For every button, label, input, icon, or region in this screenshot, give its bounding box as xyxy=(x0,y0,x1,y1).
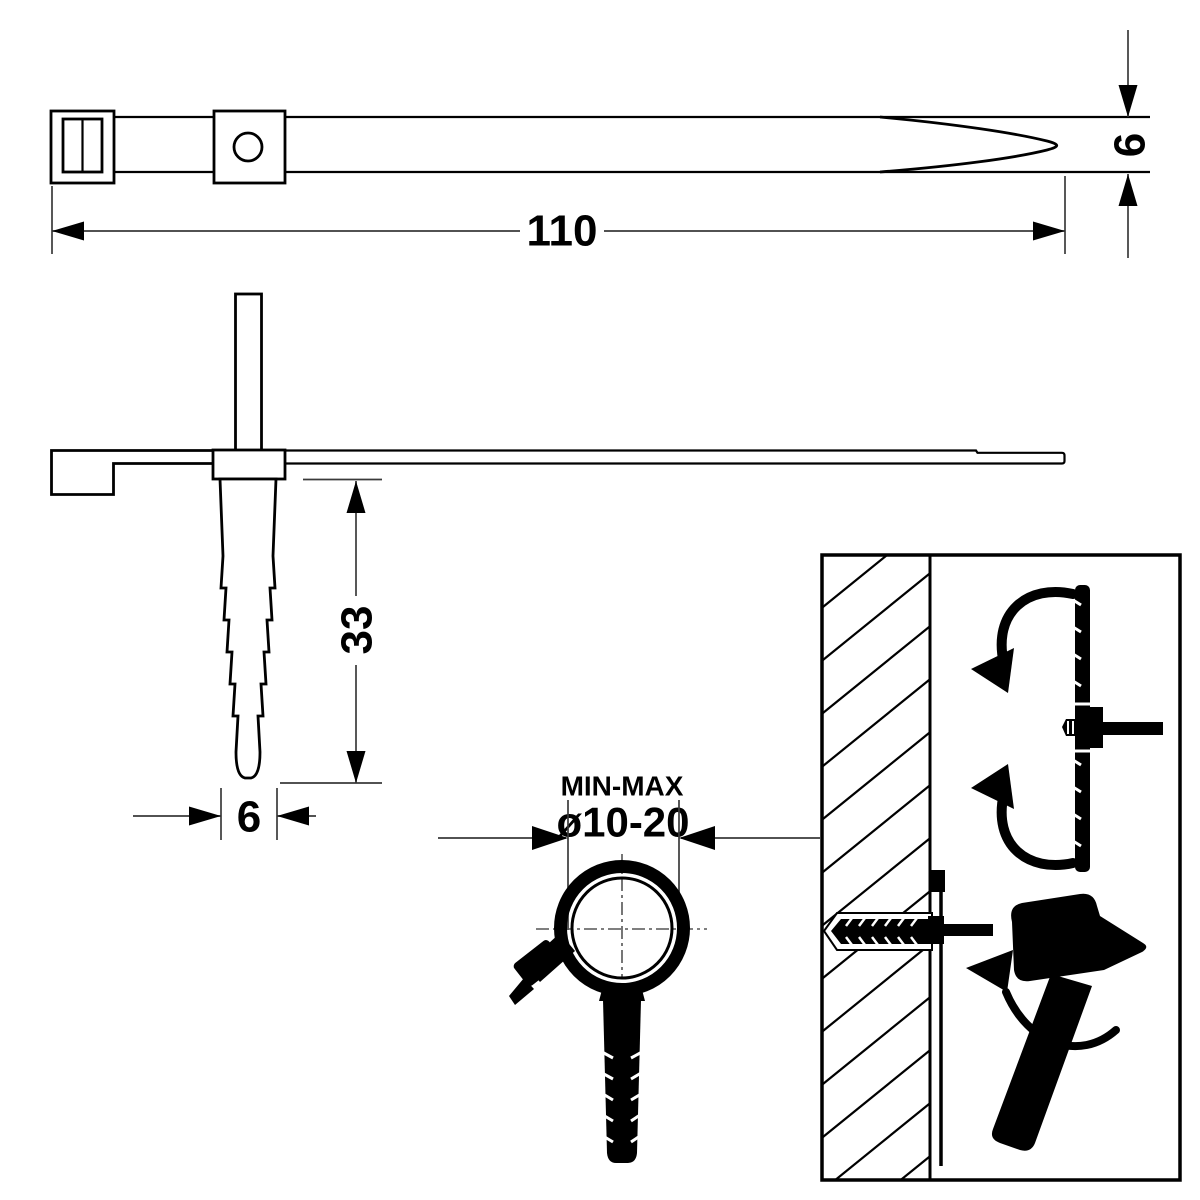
plug-serration-notches xyxy=(601,1050,643,1144)
pin-sticking-out xyxy=(944,924,993,936)
min-max-label: MIN-MAX xyxy=(561,771,684,802)
mount-block-side xyxy=(211,448,287,481)
hammer-swing-arrow-arc xyxy=(1002,988,1120,1050)
arrowhead-down xyxy=(1118,85,1138,117)
plug-silhouette xyxy=(603,1000,641,1163)
cable-loop-view: MIN-MAX ø10-20 xyxy=(438,771,820,1163)
strap-profile xyxy=(285,449,1066,465)
hammer-handle-icon xyxy=(991,974,1092,1151)
tie-buckle-edge-on xyxy=(931,870,945,892)
rotate-arrow-bottom-head xyxy=(971,764,1014,809)
installation-diagram xyxy=(820,553,1182,1182)
arrowhead-up xyxy=(1118,174,1138,206)
nail-pin xyxy=(234,292,263,453)
arrowhead-up xyxy=(346,481,366,513)
hammer-head-icon xyxy=(1011,893,1147,982)
dimension-width-6: 6 xyxy=(1106,30,1155,258)
arrowhead-right xyxy=(1033,221,1065,241)
rotate-arrow-top-arc xyxy=(996,587,1078,669)
pin-bar xyxy=(1103,722,1163,735)
dimension-plug-length-33: 33 xyxy=(280,478,382,784)
top-view-drawing: 110 6 xyxy=(49,30,1155,258)
dimension-label-110: 110 xyxy=(527,207,598,256)
rotate-arrow-bottom-arc xyxy=(996,788,1078,870)
loop-buckle xyxy=(513,940,563,986)
hammer-swing-arrow-head xyxy=(966,950,1013,992)
dimension-plug-width-6: 6 xyxy=(133,788,316,842)
dimension-length-110: 110 xyxy=(51,176,1066,256)
serrated-plug-profile xyxy=(218,477,278,780)
dimension-label-6-side: 6 xyxy=(237,793,261,842)
rotate-arrow-top-head xyxy=(971,648,1014,693)
plug-in-wall xyxy=(831,919,928,944)
pictogram-position-tie xyxy=(971,585,1163,872)
arrowhead-left xyxy=(277,806,309,826)
tie-block-edge-on xyxy=(1078,707,1103,748)
plug-neck xyxy=(599,986,645,1001)
cable-cross-section xyxy=(570,876,674,980)
dimension-label-33: 33 xyxy=(333,606,382,655)
dimension-label-6: 6 xyxy=(1106,133,1155,157)
arrowhead-right xyxy=(189,806,221,826)
pictogram-hammer-in xyxy=(822,870,1147,1166)
arrowhead-left xyxy=(52,221,84,241)
side-view-drawing: 33 6 xyxy=(50,292,1066,842)
head-profile xyxy=(50,449,213,496)
loop-tail-tip xyxy=(509,978,534,1005)
plug-in-wall-serrations xyxy=(845,917,918,946)
arrowhead-right xyxy=(532,826,568,850)
arrowhead-down xyxy=(346,751,366,783)
mounting-hole xyxy=(232,131,264,163)
mount-block xyxy=(212,109,287,185)
diameter-label: ø10-20 xyxy=(556,799,689,846)
arrowhead-left xyxy=(679,826,715,850)
strap-serration-nicks xyxy=(1072,598,1082,848)
strap-pointed-tip xyxy=(879,115,1059,174)
plug-pointing-left xyxy=(1062,719,1080,736)
